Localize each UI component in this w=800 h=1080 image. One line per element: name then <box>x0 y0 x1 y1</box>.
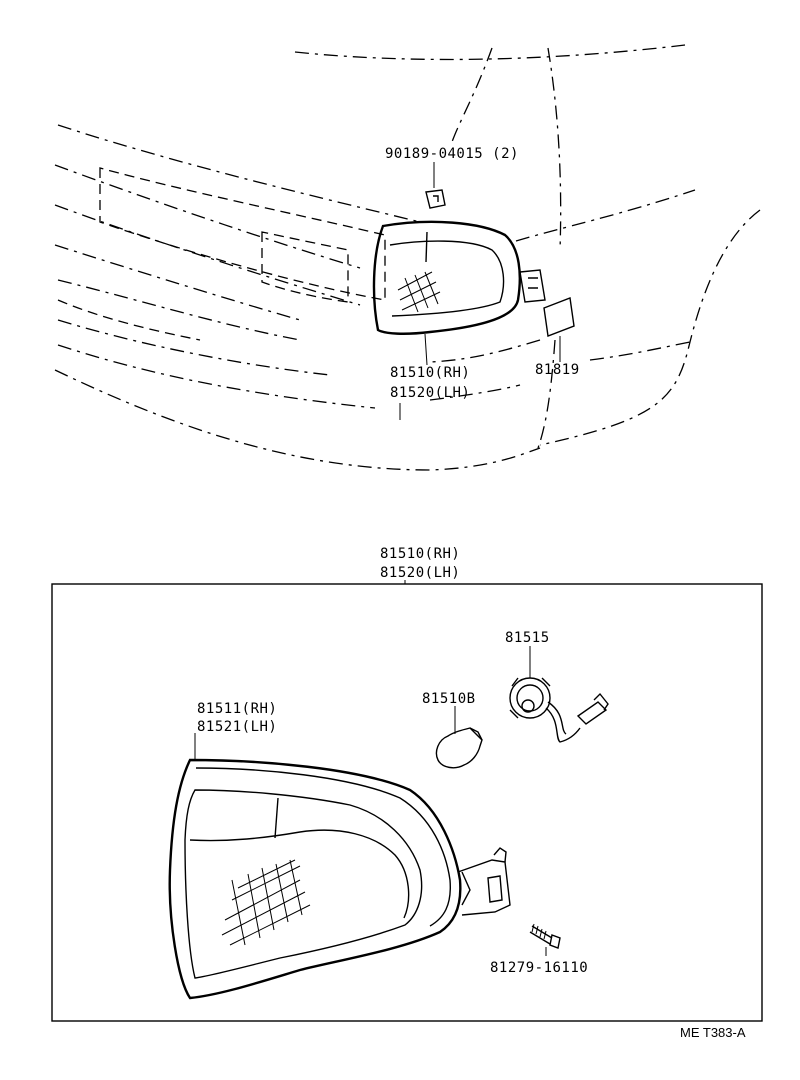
lamp-rh-label: 81510(RH) <box>390 365 470 381</box>
lens-part <box>168 733 511 1000</box>
detail-frame <box>51 583 763 1022</box>
lamp-lh-label: 81520(LH) <box>390 385 470 401</box>
lens-lh-label: 81521(LH) <box>197 719 277 735</box>
upper-turn-lamp <box>372 220 546 335</box>
bulb-label: 81510B <box>422 691 476 707</box>
screw-label: 81279-16110 <box>490 960 588 976</box>
bulb-part <box>435 706 483 769</box>
vehicle-body-outline <box>54 44 761 471</box>
upper-leader-lines <box>399 162 561 420</box>
socket-label: 81515 <box>505 630 550 646</box>
reference-code: ME T383-A <box>680 1025 746 1040</box>
cover-label: 81819 <box>535 362 580 378</box>
cover-part <box>543 297 575 337</box>
screw-part <box>529 923 561 956</box>
assembly-rh-label: 81510(RH) <box>380 546 460 562</box>
clip-part <box>425 189 446 209</box>
lens-rh-label: 81511(RH) <box>197 701 277 717</box>
socket-part <box>509 646 609 743</box>
clip-label: 90189-04015 (2) <box>385 146 519 162</box>
assembly-lh-label: 81520(LH) <box>380 565 460 581</box>
